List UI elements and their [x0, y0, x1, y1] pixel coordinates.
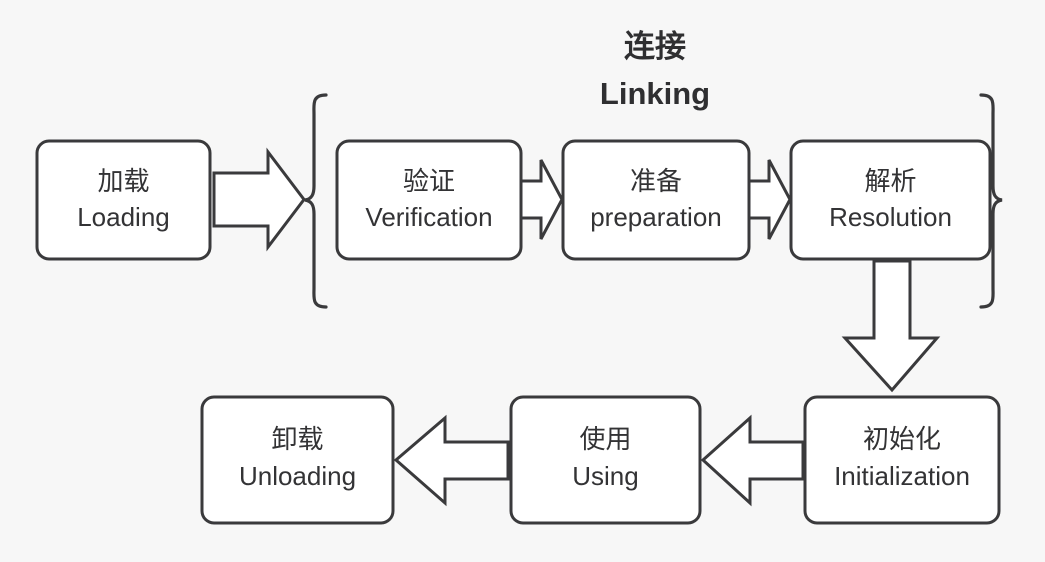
node-loading-label-en: Loading	[77, 202, 170, 232]
node-loading-box	[35, 139, 212, 261]
node-unloading: 卸载 Unloading	[200, 395, 395, 525]
linking-brace-right-icon	[979, 93, 1003, 309]
node-using-label-en: Using	[572, 461, 638, 491]
node-resolution: 解析 Resolution	[789, 139, 992, 261]
node-preparation: 准备 preparation	[561, 139, 751, 261]
group-title-cn: 连接	[624, 29, 686, 64]
linking-brace-left-icon	[304, 93, 328, 309]
node-resolution-box	[789, 139, 992, 261]
node-preparation-label-cn: 准备	[630, 166, 682, 196]
node-unloading-box	[200, 395, 395, 525]
node-resolution-label-cn: 解析	[864, 166, 916, 196]
node-initialization: 初始化 Initialization	[803, 395, 1001, 525]
node-using: 使用 Using	[509, 395, 702, 525]
group-title-en: Linking	[600, 76, 710, 111]
node-preparation-label-en: preparation	[590, 202, 722, 232]
node-resolution-label-en: Resolution	[829, 202, 952, 232]
arrow-preparation-to-resolution-icon	[747, 159, 792, 240]
node-unloading-label-cn: 卸载	[271, 424, 323, 454]
node-unloading-label-en: Unloading	[239, 461, 356, 491]
arrow-using-to-unloading-icon	[393, 414, 510, 507]
node-verification-box	[335, 139, 523, 261]
node-verification-label-cn: 验证	[403, 166, 455, 196]
node-initialization-label-cn: 初始化	[863, 424, 941, 454]
node-loading-label-cn: 加载	[97, 166, 149, 196]
node-using-label-cn: 使用	[579, 424, 631, 454]
node-initialization-box	[803, 395, 1001, 525]
node-loading: 加载 Loading	[35, 139, 212, 261]
node-using-box	[509, 395, 702, 525]
node-initialization-label-en: Initialization	[834, 461, 970, 491]
node-verification: 验证 Verification	[335, 139, 523, 261]
node-preparation-box	[561, 139, 751, 261]
arrow-initialization-to-using-icon	[700, 414, 805, 507]
node-verification-label-en: Verification	[365, 202, 492, 232]
arrow-loading-to-linking-icon	[212, 147, 306, 252]
arrow-resolution-to-initialization-icon	[841, 259, 941, 393]
arrow-verification-to-preparation-icon	[519, 159, 564, 240]
